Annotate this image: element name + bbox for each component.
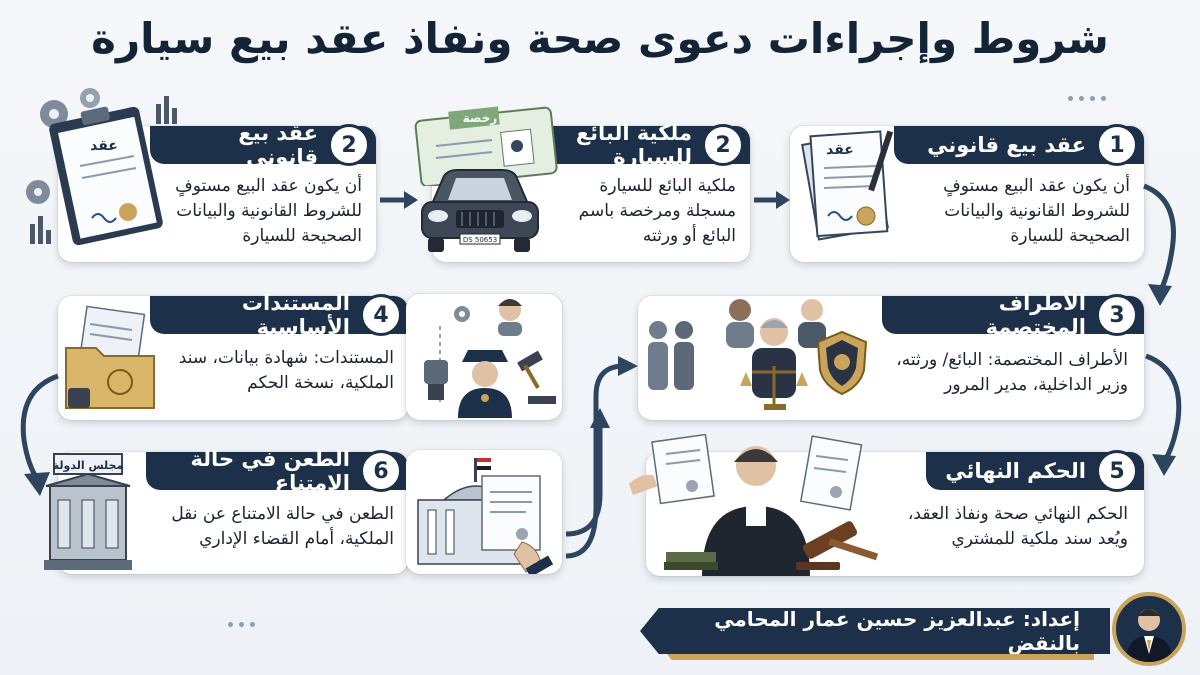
card-step-1: عقد بيع قانوني 1 أن يكون عقد البيع مستوف… [790,124,1144,262]
folder-icon [60,304,160,418]
document-hand-icon [410,450,560,578]
flow-arrow [1143,183,1176,306]
flow-arrow [380,191,418,209]
card-heading: الطعن في حالة الامتناع [190,447,350,495]
card-step-3: الأطراف المختصمة 3 الأطراف المختصمة: الب… [638,291,1144,420]
card-heading: الحكم النهائي [945,459,1086,483]
step-number-badge: 6 [360,450,402,492]
people-icon [638,316,708,400]
card-heading: ملكية البائع للسيارة [575,121,692,169]
card-step-4: المستندات الأساسية 4 المستندات: شهادة بي… [58,291,408,420]
judge-gavel-icon [626,433,888,580]
flow-arrow [565,408,610,537]
flow-arrow [754,191,790,209]
card-heading: المستندات الأساسية [241,291,350,339]
contract-icon: عقد [796,120,896,264]
flow-arrow [20,373,59,496]
card-text: أن يكون عقد البيع مستوفٍ للشروط القانوني… [175,176,362,246]
building-icon: مجلس الدولة [40,446,136,576]
plate-label: DS 50653 [463,236,497,244]
decorative-dots [228,612,261,631]
card-heading: عقد بيع قانوني [927,133,1086,157]
step-number-badge: 3 [1096,294,1138,336]
card-text: المستندات: شهادة بيانات، سند الملكية، نس… [178,348,394,393]
flow-arrow [565,356,638,559]
license-icon: رخصة [412,106,562,190]
officer-icon [410,294,560,424]
author-avatar [1112,592,1186,666]
card-text: أن يكون عقد البيع مستوفٍ للشروط القانوني… [943,176,1130,246]
card-appeal-illustration [406,450,562,578]
flow-arrow [1145,353,1182,476]
step-number-badge: 2 [702,124,744,166]
step-number-badge: 2 [328,124,370,166]
footer-credit: إعداد: عبدالعزيز حسين عمار المحامي بالنق… [714,607,1080,655]
card-text: الحكم النهائي صحة ونفاذ العقد، ويُعد سند… [907,504,1128,549]
step-number-badge: 1 [1096,124,1138,166]
card-text: الطعن في حالة الامتناع عن نقل الملكية، أ… [171,504,394,549]
card-heading: عقد بيع قانوني [238,121,318,169]
card-heading: الأطراف المختصمة [985,291,1086,339]
card-text: ملكية البائع للسيارة مسجلة ومرخصة باسم ا… [578,176,736,246]
step-number-badge: 5 [1096,450,1138,492]
card-officer-illustration [406,294,562,420]
footer-banner: إعداد: عبدالعزيز حسين عمار المحامي بالنق… [640,608,1110,654]
clipboard-contract-icon: عقد [10,84,190,258]
police-badge-icon [814,330,870,400]
council-label: مجلس الدولة [53,459,124,472]
decorative-dots [1068,86,1112,105]
card-text: الأطراف المختصمة: البائع/ ورثته، وزير ال… [896,350,1128,395]
license-label: رخصة [463,111,498,125]
step-number-badge: 4 [360,294,402,336]
card-step-5: الحكم النهائي 5 الحكم النهائي صحة ونفاذ … [628,433,1144,576]
gear-icon [26,88,100,204]
contract-label: عقد [826,142,854,158]
contract-label: عقد [90,138,118,154]
page-title: شروط وإجراءات دعوى صحة ونفاذ عقد بيع سيا… [91,14,1109,63]
card-step-2-ownership: ملكية البائع للسيارة 2 ملكية البائع للسي… [414,106,750,262]
car-icon: DS 50653 [414,160,544,260]
